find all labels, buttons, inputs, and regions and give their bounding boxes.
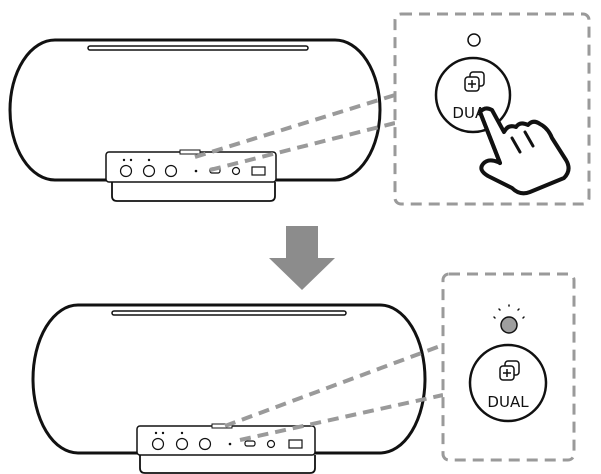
zoom-lines [224,343,444,442]
speaker-stand [139,455,316,474]
control-panel [136,423,316,456]
panel-button [119,164,133,178]
hand-pointer-icon [478,106,571,196]
step-1: DUAL [8,12,591,206]
led-icon [493,304,525,334]
panel-button [142,164,156,178]
dual-icon [499,360,520,381]
zoom-lines [194,93,396,172]
dual-button: DUAL [468,343,548,423]
usb-c-port [244,440,256,447]
aux-port [231,166,241,176]
panel-button [198,437,212,451]
speaker-body [8,38,382,182]
panel-button [164,164,178,178]
panel-button [175,437,189,451]
down-arrow-icon [269,226,335,290]
speaker-top [8,38,382,202]
speaker-top-grille [111,310,347,316]
aux-port [266,439,276,449]
control-panel [105,149,277,183]
speaker-bottom [31,303,427,474]
speaker-stand [111,182,276,202]
usb-a-port [251,166,266,176]
speaker-top-grille [87,45,309,51]
panel-button [151,437,165,451]
led-icon [467,33,481,47]
speaker-body [31,303,427,455]
usb-a-port [288,439,303,449]
step-2: DUAL [31,272,576,474]
dual-button-label: DUAL [487,393,529,411]
dual-icon [464,71,485,92]
